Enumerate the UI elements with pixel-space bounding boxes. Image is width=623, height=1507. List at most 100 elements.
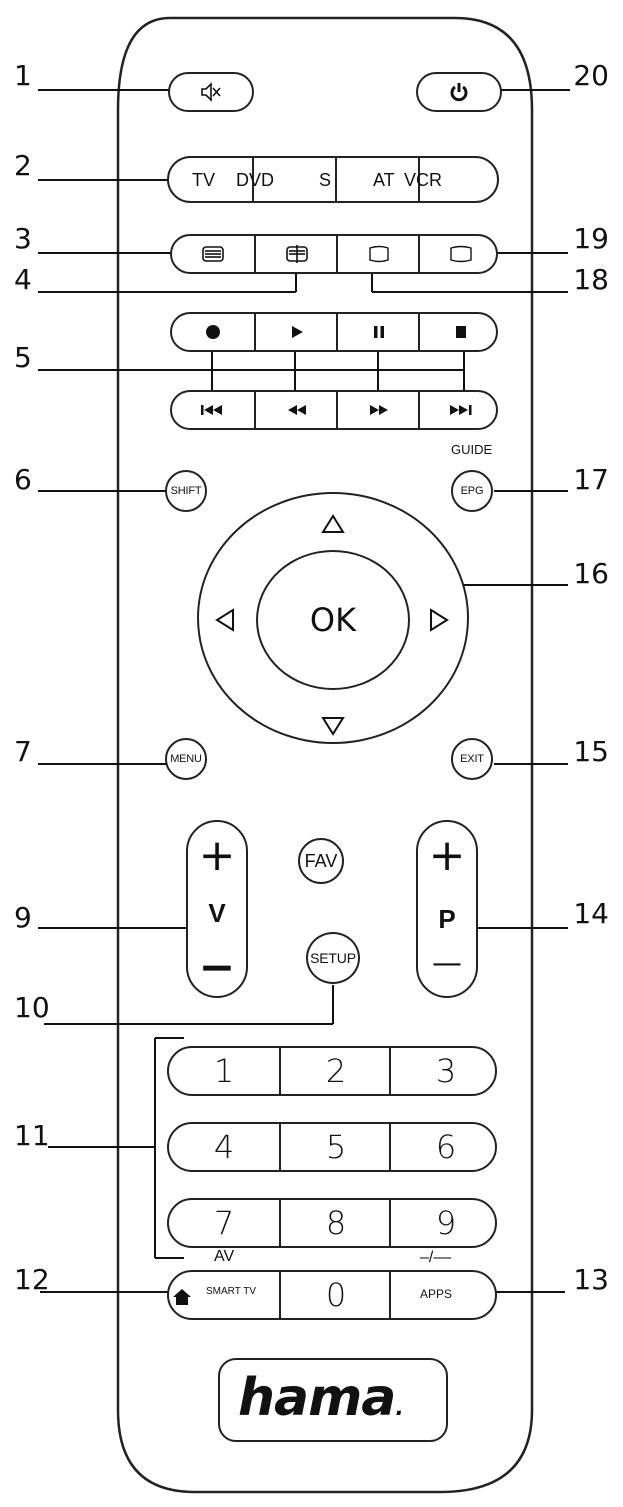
callout-13: 13 <box>573 1263 609 1296</box>
callout-6: 6 <box>14 463 32 496</box>
digit-5-button[interactable]: 5 <box>279 1124 391 1170</box>
callout-4: 4 <box>14 263 32 296</box>
color-button-icon <box>450 245 472 263</box>
exit-button[interactable]: EXIT <box>451 738 493 780</box>
source-vcr-label: VCR <box>404 170 443 190</box>
source-tv-label: TV <box>192 170 216 190</box>
brand-logo-frame <box>218 1358 448 1442</box>
teletext-mix-button[interactable] <box>254 236 338 272</box>
av-label: AV <box>214 1248 235 1265</box>
program-down-button[interactable]: — <box>432 946 462 981</box>
arrow-up-icon[interactable] <box>321 514 345 534</box>
stop-icon <box>456 326 466 338</box>
record-icon <box>206 325 220 339</box>
program-label: P <box>438 904 456 934</box>
teletext-mix-icon <box>286 245 308 263</box>
callout-14: 14 <box>573 897 609 930</box>
digit-2-button[interactable]: 2 <box>279 1048 391 1094</box>
skip-forward-button[interactable] <box>418 392 502 428</box>
mute-button[interactable] <box>168 72 254 112</box>
callout-20: 20 <box>573 59 609 92</box>
numpad-row-3: 7 8 9 <box>167 1198 497 1248</box>
brand-dot: . <box>395 1396 403 1421</box>
digit-1-button[interactable]: 1 <box>213 1052 235 1090</box>
teletext-button[interactable] <box>172 236 254 272</box>
source-s-label: S <box>319 170 332 190</box>
callout-16: 16 <box>573 557 609 590</box>
epg-button[interactable]: EPG <box>451 470 493 512</box>
numpad-row-1: 1 2 3 <box>167 1046 497 1096</box>
numpad-row-4: 0 <box>167 1270 497 1320</box>
color-button-icon <box>369 245 389 263</box>
pause-button[interactable] <box>336 314 420 350</box>
dash-label: –/–– <box>420 1249 452 1266</box>
apps-button[interactable] <box>389 1272 501 1318</box>
digit-4-button[interactable]: 4 <box>213 1128 235 1166</box>
brand-name: hama <box>238 1368 396 1428</box>
rewind-button[interactable] <box>254 392 338 428</box>
shift-button[interactable]: SHIFT <box>165 470 207 512</box>
source-sat-segment[interactable] <box>335 158 420 201</box>
source-at-label: AT <box>373 170 395 190</box>
digit-3-button[interactable]: 3 <box>389 1048 501 1094</box>
fast-forward-button[interactable] <box>336 392 420 428</box>
source-dvd-segment[interactable] <box>252 158 337 201</box>
power-button[interactable] <box>416 72 502 112</box>
volume-up-button[interactable]: + <box>198 830 236 881</box>
arrow-down-icon[interactable] <box>321 716 345 736</box>
callout-5: 5 <box>14 341 32 374</box>
skip-back-button[interactable] <box>172 392 254 428</box>
brand-logo: hama. <box>238 1368 404 1428</box>
numpad-row-2: 4 5 6 <box>167 1122 497 1172</box>
color-button-18[interactable] <box>336 236 420 272</box>
digit-7-button[interactable]: 7 <box>213 1204 235 1242</box>
mute-icon <box>201 82 221 102</box>
callout-7: 7 <box>14 735 32 768</box>
teletext-icon <box>202 246 224 262</box>
digit-0-button[interactable]: 0 <box>279 1272 391 1318</box>
skip-back-icon <box>201 405 222 415</box>
color-button-19[interactable] <box>418 236 502 272</box>
digit-9-button[interactable]: 9 <box>389 1200 501 1246</box>
ok-button[interactable]: OK <box>256 550 410 690</box>
play-icon <box>292 326 303 338</box>
callout-11: 11 <box>14 1119 50 1152</box>
record-button[interactable] <box>172 314 254 350</box>
program-up-button[interactable]: + <box>428 830 466 881</box>
digit-6-button[interactable]: 6 <box>389 1124 501 1170</box>
play-button[interactable] <box>254 314 338 350</box>
transport-row-top <box>170 312 498 352</box>
callout-17: 17 <box>573 463 609 496</box>
source-row <box>167 156 499 203</box>
home-icon <box>173 1289 191 1305</box>
setup-button[interactable]: SETUP <box>306 932 360 984</box>
source-dvd-label: DVD <box>236 170 275 190</box>
volume-rocker[interactable] <box>186 820 248 998</box>
power-icon <box>450 83 468 102</box>
arrow-left-icon[interactable] <box>215 608 235 632</box>
skip-forward-icon <box>450 405 472 415</box>
callout-12: 12 <box>14 1263 50 1296</box>
callout-10: 10 <box>14 991 50 1024</box>
callout-15: 15 <box>573 735 609 768</box>
callout-18: 18 <box>573 263 609 296</box>
fav-button[interactable]: FAV <box>298 838 344 884</box>
transport-row-bottom <box>170 390 498 430</box>
callout-2: 2 <box>14 149 32 182</box>
digit-8-button[interactable]: 8 <box>279 1200 391 1246</box>
pause-icon <box>374 326 384 338</box>
rewind-icon <box>288 405 306 415</box>
callout-9: 9 <box>14 901 32 934</box>
menu-button[interactable]: MENU <box>165 738 207 780</box>
stop-button[interactable] <box>418 314 502 350</box>
program-rocker[interactable] <box>416 820 478 998</box>
arrow-right-icon[interactable] <box>429 608 449 632</box>
apps-label: APPS <box>420 1287 453 1301</box>
volume-down-button[interactable]: − <box>198 942 236 993</box>
fast-forward-icon <box>370 405 388 415</box>
teletext-row <box>170 234 498 274</box>
volume-label: V <box>208 898 226 928</box>
source-vcr-segment[interactable] <box>418 158 503 201</box>
